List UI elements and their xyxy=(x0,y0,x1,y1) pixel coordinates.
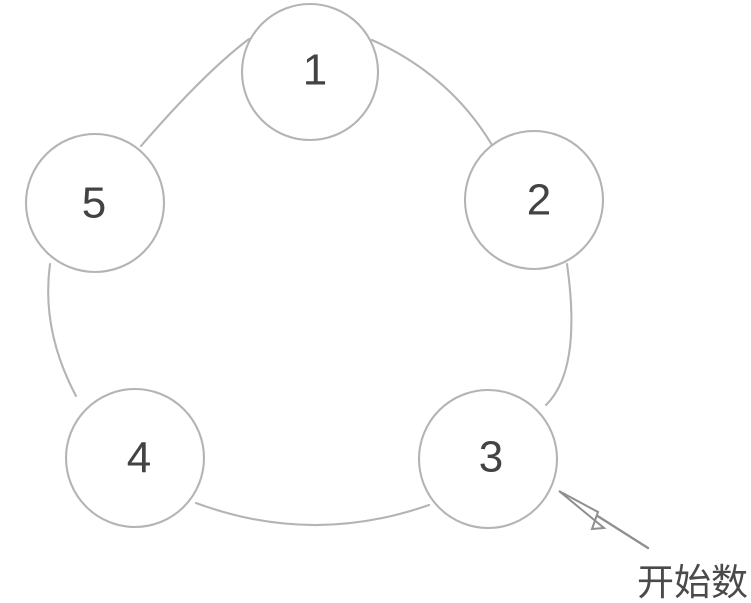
edge-1-to-2 xyxy=(370,38,494,147)
node-group: 1 2 3 4 5 xyxy=(24,2,605,530)
node-1-circle[interactable] xyxy=(240,2,380,142)
arrow-head-icon xyxy=(558,490,607,531)
annotation-pointer xyxy=(558,490,650,550)
edge-2-to-3 xyxy=(544,262,573,407)
edge-group xyxy=(47,37,573,527)
node-3-circle[interactable] xyxy=(417,388,559,530)
pointer-shaft-line xyxy=(594,513,650,550)
node-4-circle[interactable] xyxy=(64,387,206,529)
node-5-circle[interactable] xyxy=(24,132,166,274)
node-3[interactable]: 3 xyxy=(417,388,559,530)
node-1[interactable]: 1 xyxy=(240,2,380,142)
node-4[interactable]: 4 xyxy=(64,387,206,529)
node-2-label: 2 xyxy=(527,176,551,225)
edge-4-to-5 xyxy=(47,262,78,398)
node-5[interactable]: 5 xyxy=(24,132,166,274)
annotation-label: 开始数 xyxy=(637,561,748,603)
edge-5-to-1 xyxy=(139,37,251,148)
node-5-label: 5 xyxy=(82,179,106,228)
node-2[interactable]: 2 xyxy=(463,129,605,271)
node-1-label: 1 xyxy=(303,46,327,95)
node-4-label: 4 xyxy=(127,434,151,483)
node-3-label: 3 xyxy=(479,433,503,482)
node-2-circle[interactable] xyxy=(463,129,605,271)
edge-3-to-4 xyxy=(194,501,431,527)
